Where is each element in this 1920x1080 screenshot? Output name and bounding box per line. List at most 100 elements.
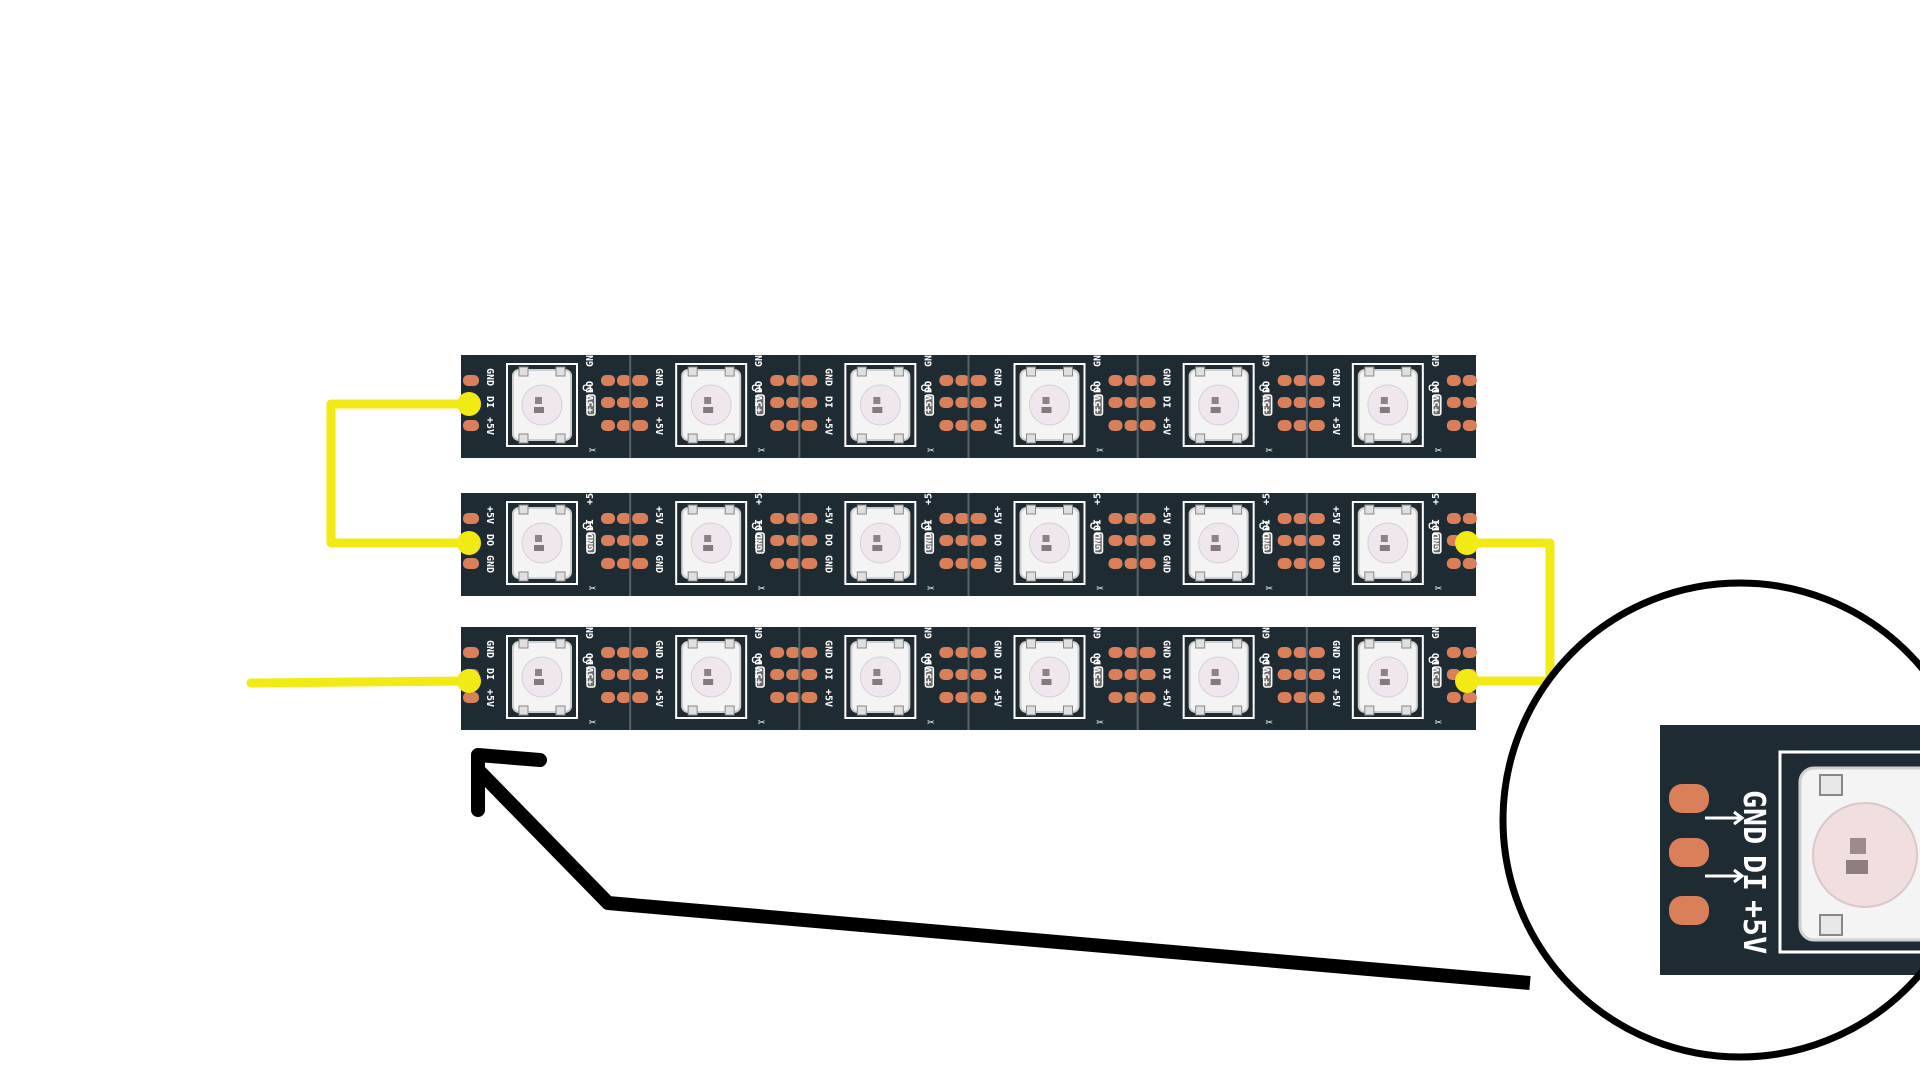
led-outline [1182, 635, 1255, 719]
led-lead [555, 705, 566, 716]
pad-label: DI [585, 519, 596, 531]
pad-label: +5V [923, 395, 934, 413]
solder-pad [1108, 420, 1123, 431]
led-lead [1232, 705, 1243, 716]
solder-pad [970, 513, 987, 524]
led-outline [1351, 501, 1424, 585]
solder-pad [1308, 692, 1325, 703]
solder-pad [1124, 375, 1139, 386]
solder-pad [1308, 558, 1325, 569]
capacitor [755, 394, 765, 416]
arrow-head [471, 748, 547, 817]
pad-label: +5V [822, 689, 833, 707]
solder-pad [770, 535, 785, 546]
solder-pad [970, 669, 987, 680]
solder-pad [1446, 647, 1461, 658]
led-lead [555, 571, 566, 582]
capacitor-label: C1 [1428, 656, 1439, 666]
pad-label: GND [822, 555, 833, 573]
solder-pad [1124, 535, 1139, 546]
solder-pad [601, 669, 615, 680]
pad-label: +5V [1431, 667, 1442, 685]
solder-pad [1139, 513, 1156, 524]
solder-pad [955, 558, 970, 569]
led-lead [1232, 504, 1243, 515]
solder-pad [786, 669, 801, 680]
led-lead [1401, 433, 1412, 444]
led-die [1211, 535, 1219, 542]
pad-label: +5V [923, 667, 934, 685]
pad-label: +5V [1262, 395, 1273, 413]
solder-pad [801, 535, 818, 546]
pad-label: DI [484, 396, 495, 408]
led-lens [1367, 384, 1409, 426]
led-die [1211, 669, 1219, 676]
led-die [873, 535, 881, 542]
solder-pad [632, 375, 649, 386]
led-lens [1198, 522, 1240, 564]
led-lead [1364, 433, 1375, 444]
zoom-pad-gnd [1669, 784, 1709, 813]
solder-pad [970, 397, 987, 408]
solder-pad [786, 692, 801, 703]
solder-pad [601, 558, 615, 569]
pad-label: DO [754, 653, 765, 665]
led-strips: GNDDI+5VC1+5VDOGND✂GNDDI+5VC1+5VDOGND✂GN… [461, 349, 1477, 730]
led-lead [893, 504, 904, 515]
wire-strip1-strip2 [326, 399, 474, 548]
led-lead [1195, 638, 1206, 649]
solder-pad [1277, 375, 1292, 386]
solder-pad [632, 535, 649, 546]
pad-label: GND [1431, 533, 1442, 551]
solder-pad [1293, 669, 1308, 680]
solder-pad [801, 669, 818, 680]
pad-label: DI [754, 519, 765, 531]
zoom-pad-5v [1669, 896, 1709, 925]
led-outline [506, 501, 578, 585]
solder-pad [1108, 397, 1123, 408]
led-lens [690, 384, 732, 426]
solder-pad [1293, 420, 1308, 431]
capacitor-label: C1 [751, 656, 762, 666]
solder-pad [955, 535, 970, 546]
solder-pad [955, 513, 970, 524]
zoom-inset: GND DI +5V [1499, 579, 1920, 1061]
capacitor-label: C1 [1090, 656, 1101, 666]
pad-label: GND [1161, 555, 1172, 573]
capacitor [924, 532, 935, 554]
solder-pad [1124, 692, 1139, 703]
solder-pad [1446, 375, 1461, 386]
led-lead [687, 504, 698, 515]
solder-pad [770, 397, 785, 408]
solder-pad [1124, 420, 1139, 431]
led-lead [555, 433, 566, 444]
pad-label: DI [1431, 519, 1442, 531]
scissor-icon: ✂ [589, 443, 596, 457]
capacitor [1093, 666, 1104, 688]
solder-pad [801, 692, 818, 703]
solder-pad [601, 535, 615, 546]
led-lens [859, 384, 901, 426]
pad-label: +5V [1262, 487, 1273, 505]
led-lead [518, 571, 529, 582]
solder-pad [601, 397, 615, 408]
solder-pad [786, 535, 801, 546]
pad-label: GND [653, 640, 664, 658]
solder-pad [1124, 397, 1139, 408]
pad-label: +5V [484, 417, 495, 435]
pad-label: +5V [1330, 506, 1341, 524]
pad-label: DO [992, 534, 1003, 546]
led-die [704, 397, 712, 404]
pad-label: GND [992, 555, 1003, 573]
led-die [1210, 545, 1221, 551]
solder-pad [939, 513, 954, 524]
led-lead [893, 638, 904, 649]
solder-pad [770, 692, 785, 703]
solder-pad [801, 558, 818, 569]
zoom-led-lens [1812, 802, 1918, 908]
solder-pad [770, 647, 785, 658]
pad-label: DO [923, 653, 934, 665]
led-lead [1364, 504, 1375, 515]
solder-pad [1308, 535, 1325, 546]
led-die [704, 669, 712, 676]
